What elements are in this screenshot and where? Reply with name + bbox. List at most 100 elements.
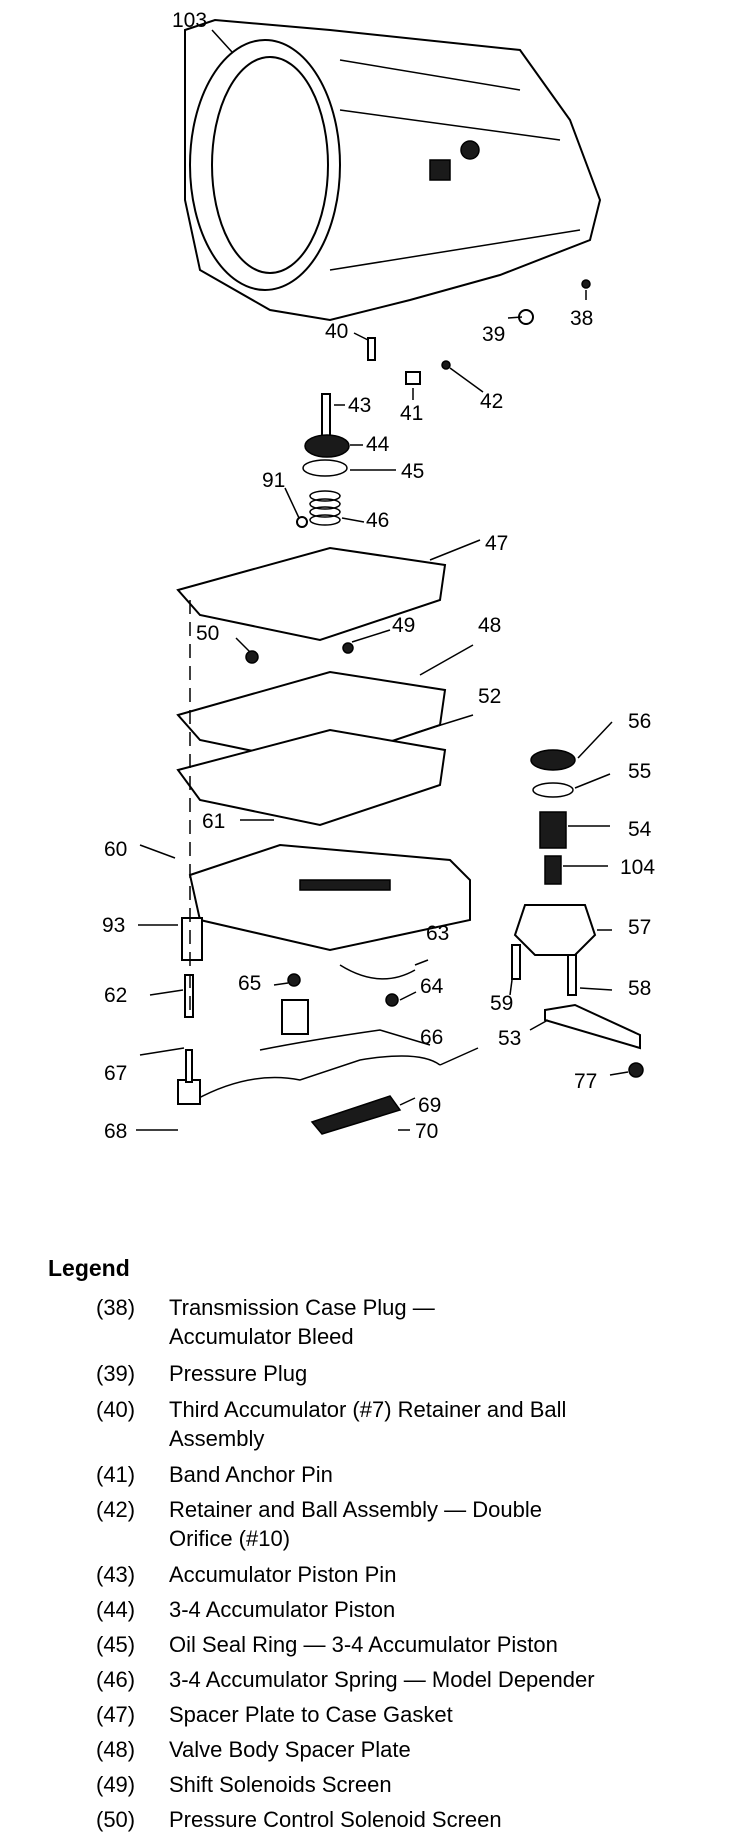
part-54 [539,811,567,849]
callout-60: 60 [104,838,127,861]
part-64 [385,993,399,1007]
bolt-67 [185,1049,193,1083]
callout-56: 56 [628,710,651,733]
bolt-77 [628,1062,644,1078]
legend-item-text: Pressure Plug [169,1361,308,1386]
legend-item-text: Oil Seal Ring — 3-4 Accumulator Piston [169,1632,558,1657]
callout-42: 42 [480,390,503,413]
callout-44: 44 [366,433,390,456]
wire-clip-63 [339,964,416,980]
callout-58: 58 [628,977,651,1000]
plate-52 [176,728,447,827]
legend-item-number: (49) [96,1772,136,1797]
legend-item-number: (41) [96,1462,136,1487]
exploded-view-diagram: 103 40 39 38 41 42 43 44 45 91 46 47 50 … [102,9,655,1143]
callout-41: 41 [400,402,423,425]
legend-item-text: Shift Solenoids Screen [169,1772,392,1797]
callout-62: 62 [104,984,127,1007]
callout-39: 39 [482,323,505,346]
legend-item-text: Valve Body Spacer Plate [169,1737,411,1762]
legend-item-text: 3-4 Accumulator Piston [169,1597,396,1622]
accumulator-housing-57 [513,904,597,956]
callout-77: 77 [574,1070,597,1093]
transmission-case [184,18,602,322]
callout-59: 59 [490,992,513,1015]
callout-46: 46 [366,509,389,532]
callout-55: 55 [628,760,651,783]
legend-item-text: Spacer Plate to Case Gasket [169,1702,453,1727]
legend-item-number: (42) [96,1497,136,1522]
legend-item-number: (48) [96,1737,136,1762]
accumulator-piston-pin [321,393,331,441]
callout-43: 43 [348,394,371,417]
leader-lines [136,29,629,1131]
callout-47: 47 [485,532,508,555]
oil-seal-ring [302,459,348,477]
callout-65: 65 [238,972,261,995]
bolt-58 [567,954,577,996]
accumulator-piston [304,434,350,458]
callout-38: 38 [570,307,593,330]
harness-connector-68 [177,1079,201,1105]
legend-item-number: (50) [96,1807,136,1832]
legend-item-number: (46) [96,1667,136,1692]
legend-item-text: Pressure Control Solenoid Screen [169,1807,502,1832]
legend-item-number: (44) [96,1597,136,1622]
callout-70: 70 [415,1120,438,1143]
callout-103: 103 [172,9,207,32]
valve-body [188,843,471,952]
legend-item-text: Third Accumulator (#7) Retainer and Ball… [169,1397,567,1451]
callout-68: 68 [104,1120,127,1143]
bolt-59 [511,944,521,980]
legend-item-number: (39) [96,1361,136,1386]
callout-40: 40 [325,320,348,343]
part-56 [530,749,576,771]
retainer-ball-42 [441,360,451,370]
legend-item-text: Transmission Case Plug — Accumulator Ble… [169,1295,435,1349]
callout-52: 52 [478,685,501,708]
callout-69: 69 [418,1094,441,1117]
callout-48: 48 [478,614,501,637]
callout-64: 64 [420,975,444,998]
shift-solenoid-screen-49 [342,642,354,654]
callout-53: 53 [498,1027,521,1050]
callout-50: 50 [196,622,219,645]
legend-item-text: Band Anchor Pin [169,1462,333,1487]
solenoid-connector [281,999,309,1035]
callout-57: 57 [628,916,651,939]
callout-93: 93 [102,914,125,937]
part-69 [310,1095,402,1135]
legend-item-number: (38) [96,1295,136,1320]
legend-item-text: 3-4 Accumulator Spring — Model Depender [169,1667,595,1692]
accumulator-spring [309,490,341,526]
part-55 [532,782,574,798]
legend-item-number: (45) [96,1632,136,1657]
callout-63: 63 [426,922,449,945]
wiring-harness [194,1029,441,1101]
legend-item-number: (40) [96,1397,136,1422]
callout-45: 45 [401,460,424,483]
legend-title: Legend [48,1255,130,1281]
bolt-62 [184,974,194,1018]
retainer-ball-40 [367,337,376,361]
solenoid-screen-50 [245,650,259,664]
band-anchor-pin-41 [405,371,421,385]
callout-91: 91 [262,469,285,492]
callout-54: 54 [628,818,652,841]
callout-67: 67 [104,1062,127,1085]
case-plug-38 [581,279,591,289]
bolt-93 [181,917,203,961]
legend-item-number: (47) [96,1702,136,1727]
bracket-53 [544,1003,641,1050]
callout-66: 66 [420,1026,443,1049]
spacer-plate-gasket [176,546,447,642]
legend-item-text: Retainer and Ball Assembly — Double Orif… [169,1497,542,1551]
legend-item-number: (43) [96,1562,136,1587]
check-ball-91 [296,516,308,528]
part-104 [544,855,562,885]
part-65 [287,973,301,987]
callout-61: 61 [202,810,225,833]
callout-49: 49 [392,614,415,637]
legend-item-text: Accumulator Piston Pin [169,1562,397,1587]
callout-104: 104 [620,856,655,879]
